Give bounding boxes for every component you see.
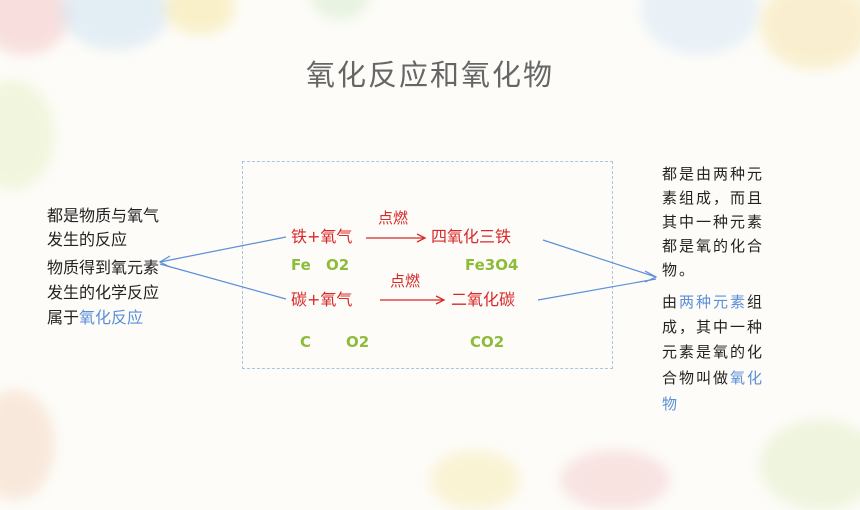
arrows-layer: [158, 233, 658, 305]
right-note-line: 合物叫做氧化: [662, 367, 764, 390]
right-note-line: 其中一种元素: [662, 213, 765, 231]
left-note-line: 发生的化学反应: [47, 283, 160, 302]
pointer-arrow: [537, 278, 657, 301]
left-note-highlight: 氧化反应: [79, 308, 144, 327]
reaction1-condition: 点燃: [378, 209, 409, 227]
left-note-line: 物质得到氧元素: [47, 258, 160, 277]
formula-o2-1: O2: [326, 256, 350, 274]
reaction-box: [242, 161, 613, 369]
right-note-line: 元素是氧的化: [662, 343, 765, 361]
page-title: 氧化反应和氧化物: [305, 58, 554, 92]
formula-co2: CO2: [470, 333, 505, 351]
pointer-arrow: [159, 263, 287, 300]
formula-c: C: [300, 333, 312, 351]
right-note-line: 物。: [662, 261, 697, 279]
reaction1-reactants: 铁+氧气: [291, 227, 353, 246]
right-note-line: 由两种元素组: [662, 291, 764, 314]
reaction1-arrowhead: [416, 233, 427, 243]
reaction2-arrowhead: [435, 295, 446, 305]
right-note-prefix: 合物叫做: [662, 369, 731, 387]
reaction2-reactants: 碳+氧气: [291, 290, 353, 309]
pointer-arrow: [542, 239, 657, 278]
right-note-prefix: 由: [662, 293, 680, 311]
left-note-line: 都是物质与氧气: [47, 206, 160, 225]
reaction1-product: 四氧化三铁: [431, 227, 512, 246]
left-note-prefix: 属于: [47, 308, 80, 327]
right-note-line: 成，其中一种: [662, 318, 765, 336]
right-note-line: 物: [662, 395, 680, 413]
right-note-suffix: 组: [747, 293, 765, 311]
formula-fe: Fe: [291, 256, 311, 274]
formula-fe3o4: Fe3O4: [465, 256, 519, 274]
right-note-line: 都是氧的化合: [662, 237, 765, 255]
pointer-arrow: [159, 236, 287, 263]
right-note-line: 都是由两种元: [662, 165, 765, 183]
right-note-highlight: 氧化: [730, 369, 765, 387]
reaction2-condition: 点燃: [390, 272, 421, 290]
formula-o2-2: O2: [346, 333, 370, 351]
left-note-line: 发生的反应: [47, 230, 128, 249]
reaction2-product: 二氧化碳: [451, 290, 516, 309]
decor-blob: [310, 0, 370, 20]
right-note-highlight: 两种元素: [679, 293, 748, 311]
left-note-line: 属于氧化反应: [47, 306, 143, 330]
right-note-line: 素组成，而且: [662, 189, 765, 207]
